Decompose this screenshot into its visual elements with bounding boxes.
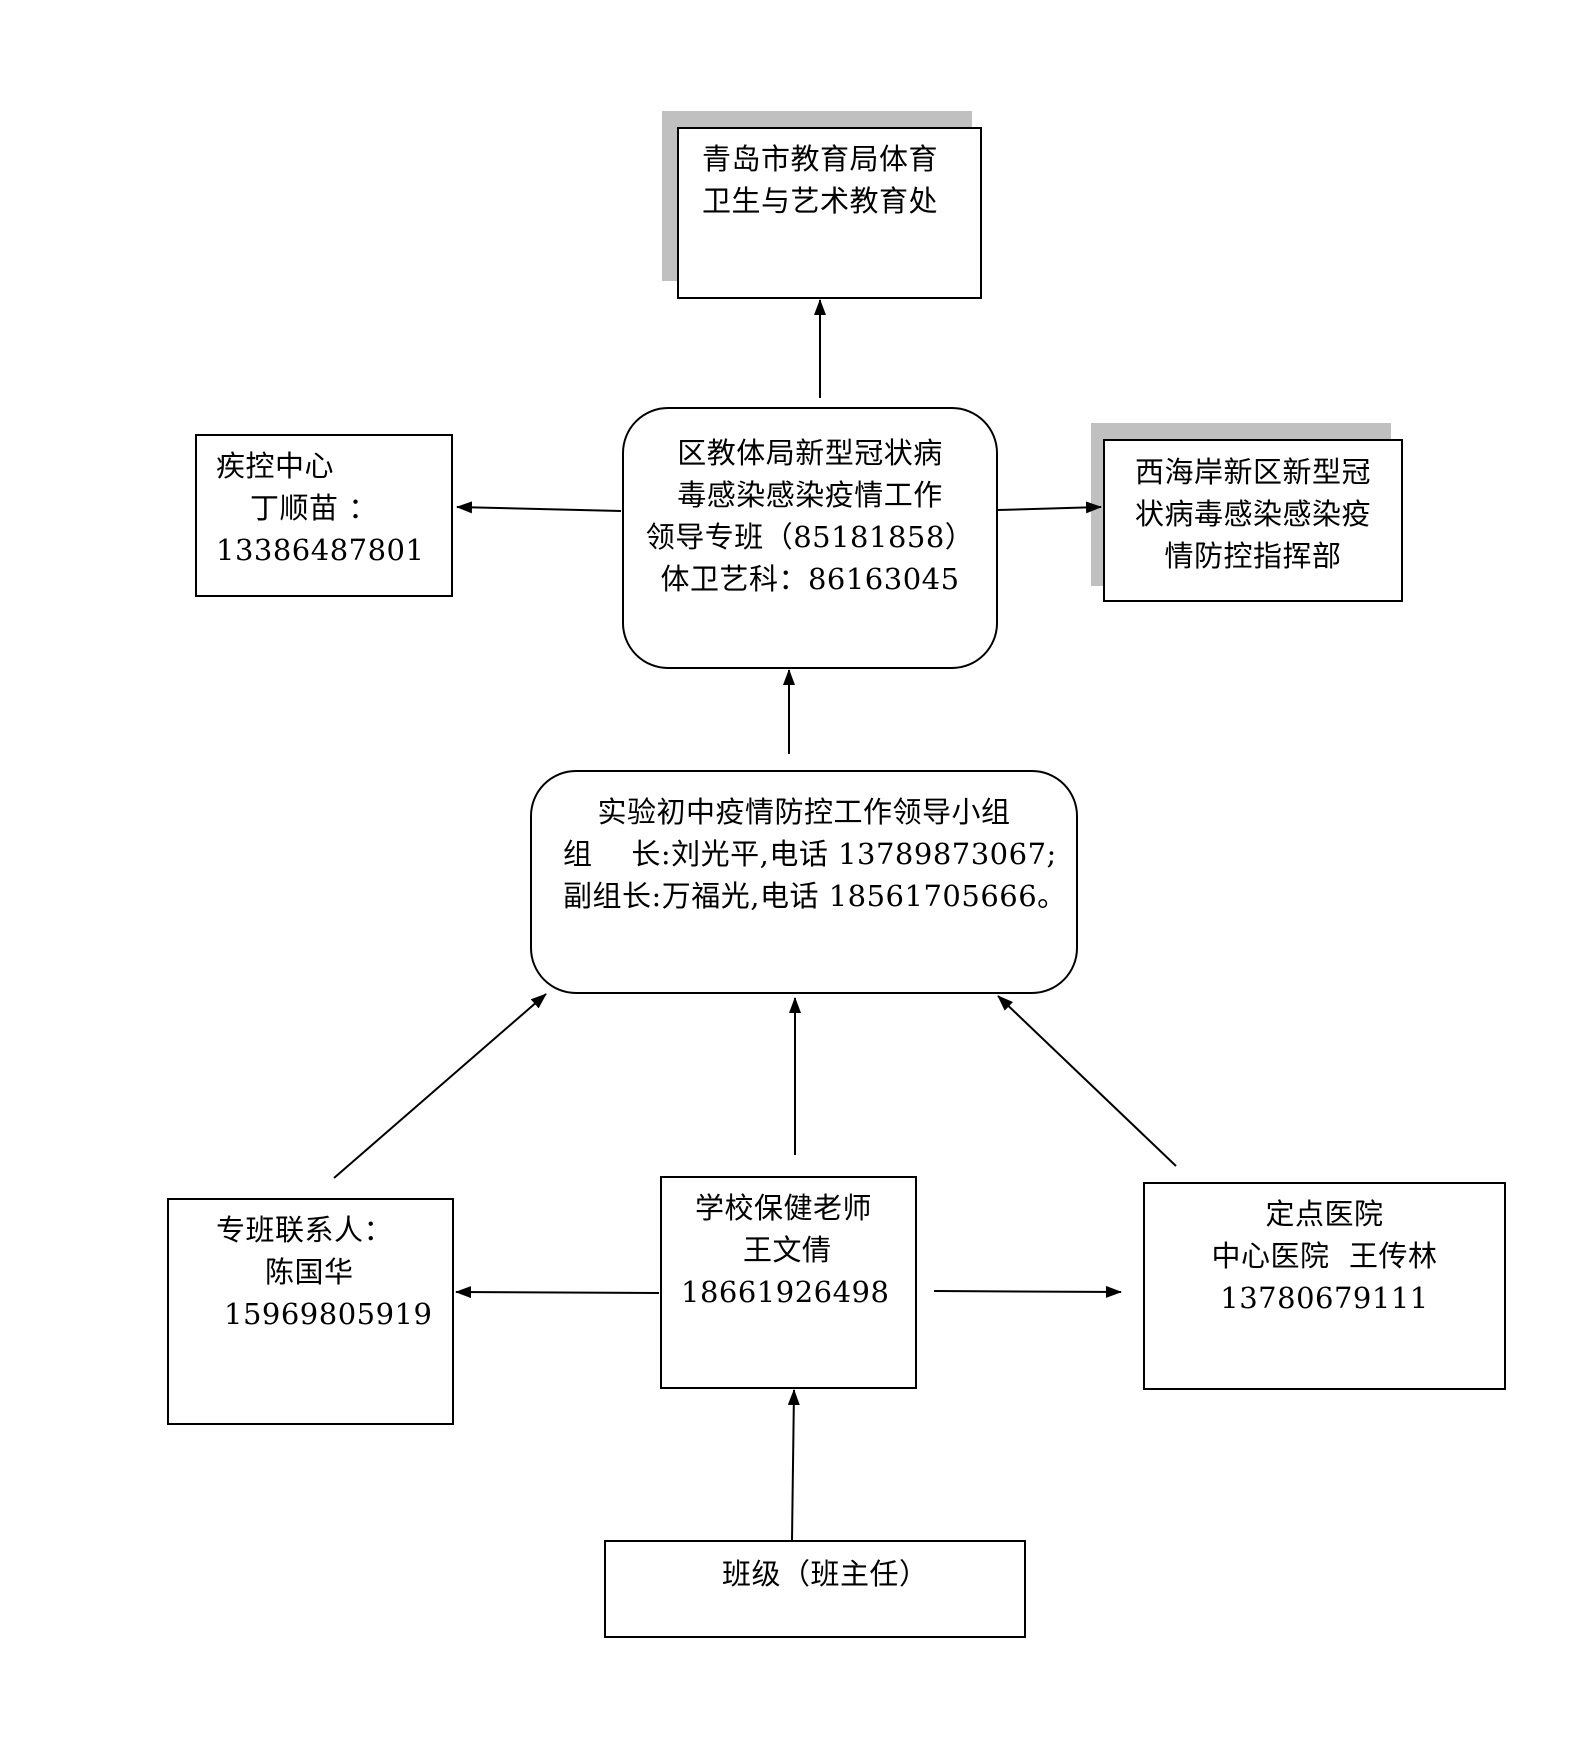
qingdao-bureau-line-2: 卫生与艺术教育处 bbox=[702, 184, 939, 218]
designated-hospital-box: 定点医院 中心医院 王传林 13780679111 bbox=[1143, 1182, 1506, 1390]
liaison-line-1: 专班联系人： bbox=[216, 1213, 394, 1247]
school-health-teacher-box: 学校保健老师 王文倩 18661926498 bbox=[660, 1176, 917, 1389]
arrow-hospital-to-leadership bbox=[997, 995, 1177, 1167]
district-bureau-line-1: 区教体局新型冠状病 bbox=[677, 436, 943, 470]
hq-line-3: 情防控指挥部 bbox=[1164, 539, 1342, 573]
cdc-line-1: 疾控中心 bbox=[216, 449, 335, 483]
cdc-line-3: 13386487801 bbox=[216, 533, 425, 567]
nurse-line-3: 18661926498 bbox=[681, 1275, 890, 1309]
arrow-district-to-cdc bbox=[456, 501, 622, 514]
district-bureau-line-2: 毒感染感染疫情工作 bbox=[677, 478, 943, 512]
cdc-line-2: 丁顺苗 ： bbox=[250, 491, 378, 525]
liaison-line-3: 15969805919 bbox=[224, 1297, 433, 1331]
district-bureau-line-4: 体卫艺科：86163045 bbox=[660, 562, 960, 596]
class-line-1: 班级（班主任） bbox=[722, 1557, 929, 1591]
liaison-line-2: 陈国华 bbox=[265, 1255, 354, 1289]
hq-line-2: 状病毒感染感染疫 bbox=[1134, 497, 1371, 531]
cdc-box: 疾控中心 丁顺苗 ： 13386487801 bbox=[195, 434, 453, 597]
nurse-line-2: 王文倩 bbox=[743, 1233, 832, 1267]
hospital-line-2: 中心医院 王传林 bbox=[1211, 1239, 1438, 1273]
school-leadership-group-box: 实验初中疫情防控工作领导小组 组 长:刘光平,电话 13789873067; 副… bbox=[530, 770, 1078, 994]
class-head-teacher-box: 班级（班主任） bbox=[604, 1540, 1026, 1638]
arrow-district-to-hq bbox=[997, 501, 1102, 514]
qingdao-bureau-line-1: 青岛市教育局体育 bbox=[702, 142, 939, 176]
hospital-line-1: 定点医院 bbox=[1265, 1197, 1384, 1231]
arrow-class-to-nurse bbox=[787, 1389, 800, 1541]
west-coast-hq-box: 西海岸新区新型冠 状病毒感染感染疫 情防控指挥部 bbox=[1103, 439, 1403, 602]
district-bureau-line-3: 领导专班（85181858） bbox=[645, 520, 975, 554]
hospital-line-3: 13780679111 bbox=[1220, 1281, 1429, 1315]
qingdao-education-bureau-box: 青岛市教育局体育 卫生与艺术教育处 bbox=[677, 127, 982, 299]
district-bureau-box: 区教体局新型冠状病 毒感染感染疫情工作 领导专班（85181858） 体卫艺科：… bbox=[622, 407, 998, 669]
arrow-nurse-to-hospital bbox=[933, 1285, 1122, 1298]
nurse-line-1: 学校保健老师 bbox=[695, 1191, 873, 1225]
leadership-leader-line: 组 长:刘光平,电话 13789873067; bbox=[563, 837, 1057, 871]
hq-line-1: 西海岸新区新型冠 bbox=[1134, 455, 1371, 489]
arrow-nurse-to-liaison bbox=[455, 1286, 660, 1299]
arrow-liaison-to-leadership bbox=[333, 993, 547, 1179]
liaison-contact-box: 专班联系人： 陈国华 15969805919 bbox=[167, 1198, 454, 1425]
leadership-deputy-line: 副组长:万福光,电话 18561705666。 bbox=[563, 879, 1067, 913]
leadership-title: 实验初中疫情防控工作领导小组 bbox=[597, 795, 1011, 829]
